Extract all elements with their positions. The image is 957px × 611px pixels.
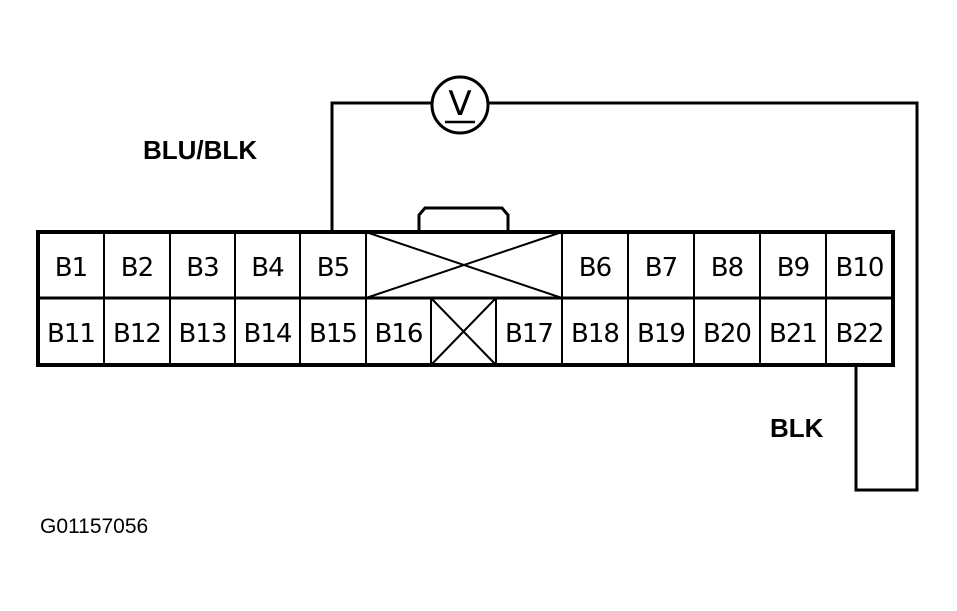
voltmeter-symbol: V [448,84,471,124]
pin-b12: B12 [113,319,161,349]
probe-wires [330,101,919,492]
pin-b2: B2 [121,253,153,283]
voltmeter-icon [430,75,490,135]
wire-blk [489,101,919,492]
connector-top-row: B1 B2 B3 B4 B5 B6 B7 B8 B9 B10 [55,253,885,283]
pin-b6: B6 [579,253,611,283]
connector-bottom-row: B11 B12 B13 B14 B15 B16 B17 B18 B19 B20 B21 B22 [47,319,884,349]
pin-b13: B13 [179,319,227,349]
wire-label-blk: BLK [770,413,824,443]
pin-b14: B14 [244,319,292,349]
pin-b9: B9 [777,253,809,283]
pin-b22: B22 [836,319,884,349]
pin-b17: B17 [505,319,553,349]
blocked-cavity-bottom [430,297,497,366]
pin-b1: B1 [55,253,87,283]
pin-b19: B19 [637,319,685,349]
pin-b18: B18 [571,319,619,349]
pin-b10: B10 [836,253,884,283]
pin-b5: B5 [317,253,349,283]
pin-b15: B15 [309,319,357,349]
pin-b16: B16 [375,319,423,349]
connector-body [36,230,895,367]
blocked-cavity-top [365,231,563,299]
pin-b4: B4 [251,253,284,283]
pin-b21: B21 [769,319,817,349]
cell-borders [103,232,827,365]
wire-label-blu-blk: BLU/BLK [143,135,257,165]
pin-b7: B7 [645,253,677,283]
connector-latch [417,206,510,232]
wire-blu-blk [330,101,432,232]
pin-b3: B3 [186,253,218,283]
pin-b20: B20 [703,319,751,349]
pin-b8: B8 [711,253,743,283]
voltmeter: V [430,75,490,135]
figure-id: G01157056 [40,515,148,538]
pin-b11: B11 [47,319,95,349]
